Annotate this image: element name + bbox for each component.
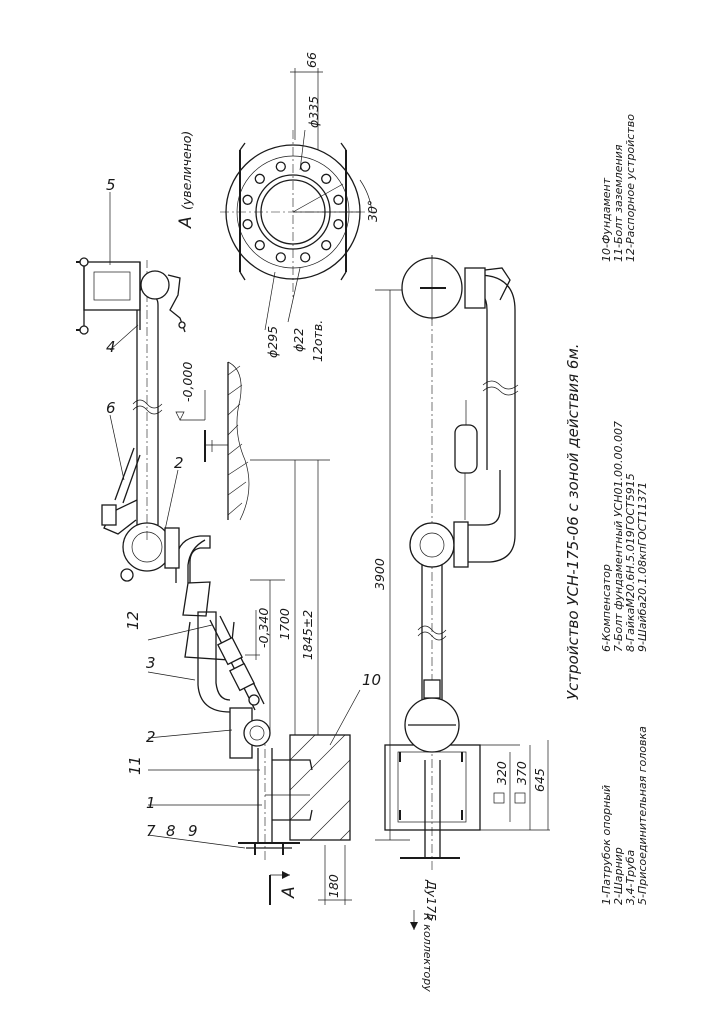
callout-2-bottom: 2 — [146, 728, 156, 746]
view-a-flange — [220, 68, 375, 331]
bolt-holes — [242, 161, 344, 263]
legend-item-9: 9-Шайба20.1.08кпГОСТ11371 — [636, 482, 649, 652]
bolt-hole — [242, 219, 253, 230]
callout-8: 8 — [166, 822, 176, 840]
dim-1845-label: 1845±2 — [300, 610, 315, 660]
elevation-0340-label: -0,340 — [256, 608, 271, 648]
spreader-device — [209, 615, 265, 711]
compensator — [101, 447, 141, 535]
section-a-marker: А — [269, 871, 299, 905]
callout-1: 1 — [146, 794, 156, 812]
legend-item-6: 6-Компенсатор — [600, 564, 613, 652]
view-a-label: А — [176, 216, 196, 229]
drawing-title: Устройство УСН-175-06 с зоной действия 6… — [564, 343, 582, 700]
front-view — [384, 255, 519, 870]
callout-leaders — [109, 192, 361, 849]
legend-column-1: 1-Патрубок опорный 2-Шарнир 3,4-Труба 5-… — [600, 726, 649, 905]
angle-30-label: 30° — [365, 200, 380, 222]
bolt-hole — [275, 252, 286, 263]
callout-4: 4 — [106, 338, 116, 356]
dim-370-label: 370 — [514, 761, 529, 785]
bolt-hole — [321, 173, 332, 184]
legend-item-7: 7-Болт фундаментный УСН01.00.00.007 — [612, 421, 625, 652]
callout-12: 12 — [124, 611, 142, 630]
callout-5: 5 — [106, 176, 116, 194]
callout-9: 9 — [188, 822, 198, 840]
dim-3900-label: 3900 — [372, 558, 387, 590]
section-a-label: А — [279, 886, 299, 899]
bolt-hole — [300, 252, 311, 263]
legend-item-11: 11-Болт заземления — [612, 144, 625, 262]
legend-column-3: 10-Фундамент 11-Болт заземления 12-Распо… — [600, 114, 637, 262]
callout-11: 11 — [126, 756, 144, 775]
collector-note: К коллектору — [421, 913, 434, 992]
callout-6: 6 — [106, 399, 116, 417]
collector-direction: К коллектору — [410, 910, 434, 992]
ground-surface — [204, 361, 250, 521]
bolt-hole — [254, 240, 265, 251]
front-dimensions — [480, 740, 550, 831]
bolt-hole — [321, 240, 332, 251]
legend-item-8: 8-ГайкаМ20.6Н.5.019ГОСТ5915 — [624, 473, 637, 652]
dim-320-label: 320 — [494, 761, 509, 785]
legend-item-1: 1-Патрубок опорный — [600, 785, 613, 905]
foundation — [265, 734, 351, 841]
dim-66-label: 66 — [304, 52, 319, 68]
dim-180-label: 180 — [326, 874, 341, 898]
view-a-caption: (увеличено) — [179, 131, 194, 210]
callout-10: 10 — [362, 671, 381, 689]
legend-item-12: 12-Распорное устройство — [624, 114, 637, 262]
bolt-hole — [333, 219, 344, 230]
dy175-label: Ду175 — [424, 879, 439, 921]
coupling-head — [76, 257, 186, 335]
dim-645-label: 645 — [532, 768, 547, 792]
dimension-lines — [245, 289, 410, 905]
legend-item-5: 5-Присоединительная головка — [636, 726, 649, 905]
legend-column-2: 6-Компенсатор 7-Болт фундаментный УСН01.… — [600, 421, 649, 652]
dim-22-label: ϕ22 — [291, 328, 306, 352]
legend-item-10: 10-Фундамент — [600, 177, 613, 262]
dim-335-label: ϕ335 — [306, 96, 321, 128]
bolt-hole — [300, 161, 311, 172]
legend-item-3-4: 3,4-Труба — [624, 850, 637, 905]
holes-count-label: 12отв. — [310, 320, 325, 362]
bolt-hole — [275, 161, 286, 172]
bolt-hole — [254, 173, 265, 184]
callout-2-top: 2 — [174, 454, 184, 472]
callout-7: 7 — [146, 822, 156, 840]
elevation-0000-label: -0,000 — [180, 362, 195, 402]
dim-1700-label: 1700 — [277, 608, 292, 640]
dim-295-label: ϕ295 — [265, 326, 280, 358]
side-view: -0,000 — [76, 176, 434, 992]
bolt-hole — [242, 194, 253, 205]
bolt-hole — [333, 194, 344, 205]
callout-3: 3 — [146, 654, 156, 672]
legend-item-2: 2-Шарнир — [612, 847, 625, 905]
